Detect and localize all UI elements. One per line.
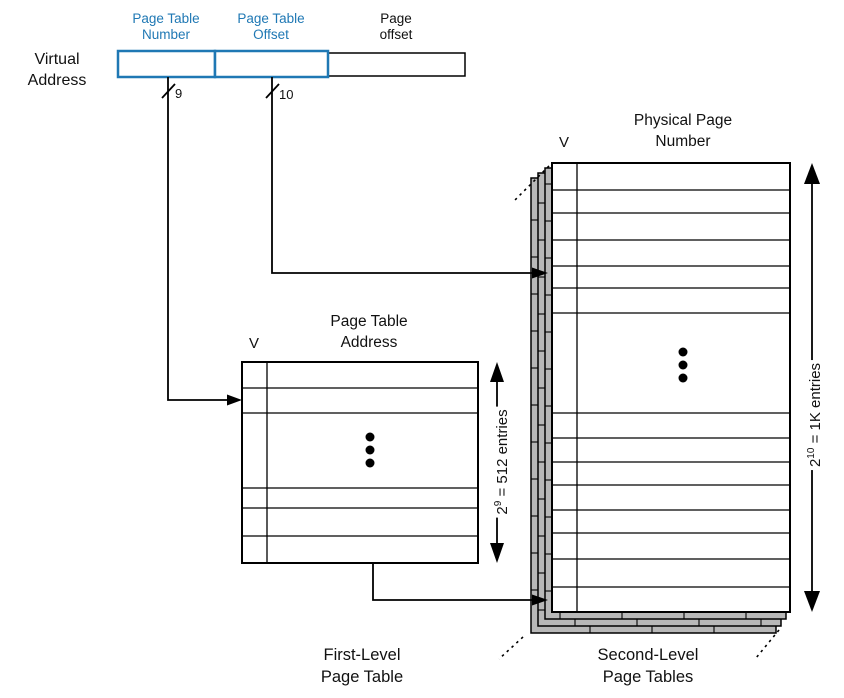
virtual-address-label: Virtual Address [27,51,87,89]
stack-dash-bottom-right [755,629,780,659]
connector-first-to-second-level [372,564,548,606]
page-table-offset-label: Page Table Offset [237,11,305,42]
first-level-table [241,361,479,564]
virtual-address-box [116,49,466,79]
first-level-caption: First-Level Page Table [320,646,404,686]
connector-pto-to-second-level [265,77,548,279]
bit-width-10: 10 [279,87,294,102]
second-level-table [551,162,791,613]
page-table-offset-field [213,49,330,79]
page-offset-label: Page offset [379,11,413,42]
connector-ptn-to-first-level [161,77,242,406]
second-level-header: Physical Page Number [633,112,733,150]
page-table-number-label: Page Table Number [132,11,200,42]
ellipsis-dots [365,432,375,468]
page-table-number-field [116,49,217,79]
stack-dash-bottom-left [498,636,524,660]
ellipsis-dots [678,347,688,383]
stack-brick-ticks [531,183,762,633]
first-level-entries-label: 29 = 512 entries [493,406,511,518]
bit-width-9: 9 [175,86,183,101]
first-level-v-label: V [248,335,260,352]
second-level-entries-label: 210 = 1K entries [806,359,824,471]
second-level-v-label: V [558,134,570,151]
second-level-caption: Second-Level Page Tables [597,646,699,686]
first-level-header: Page Table Address [330,313,408,351]
page-offset-field [327,52,466,77]
stack-dash-top-left [512,165,550,203]
